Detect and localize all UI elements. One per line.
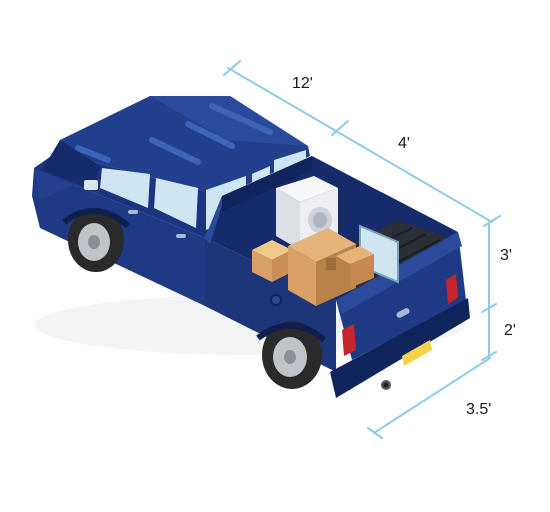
rear-wheel [262, 321, 322, 389]
tick-length-mid [331, 120, 349, 136]
label-total-length: 12' [292, 75, 313, 92]
tailgate [336, 232, 466, 360]
tick-height-end [481, 351, 497, 361]
label-cargo-height: 3' [500, 247, 512, 264]
label-bed-width: 3.5' [466, 401, 491, 418]
dimension-line-width [373, 357, 491, 434]
window-rear-side [154, 178, 198, 228]
pickup-truck [32, 96, 470, 398]
label-bed-length: 4' [398, 135, 410, 152]
roof-highlight-stripes [75, 103, 273, 165]
tick-width-end [367, 427, 383, 439]
medium-box-icon [336, 246, 374, 288]
window-front-side [100, 168, 150, 208]
tick-height-mid [481, 303, 497, 313]
front-wheel [68, 208, 124, 272]
license-plate [402, 340, 432, 366]
dimension-line-length [227, 67, 493, 223]
rear-bumper [330, 298, 470, 398]
large-box-icon [288, 228, 356, 306]
dimension-lines [223, 60, 501, 439]
label-bed-height: 2' [504, 322, 516, 339]
small-box-icon [252, 240, 292, 282]
door-handle-rear [176, 234, 186, 238]
side-mirror [84, 180, 98, 190]
tick-length-end [483, 215, 501, 227]
tail-light-left [342, 324, 356, 356]
tick-length-start [223, 60, 241, 76]
door-handle-front [128, 210, 138, 214]
tailgate-handle [396, 308, 410, 318]
tail-light-right [446, 274, 458, 304]
cargo [252, 176, 399, 306]
